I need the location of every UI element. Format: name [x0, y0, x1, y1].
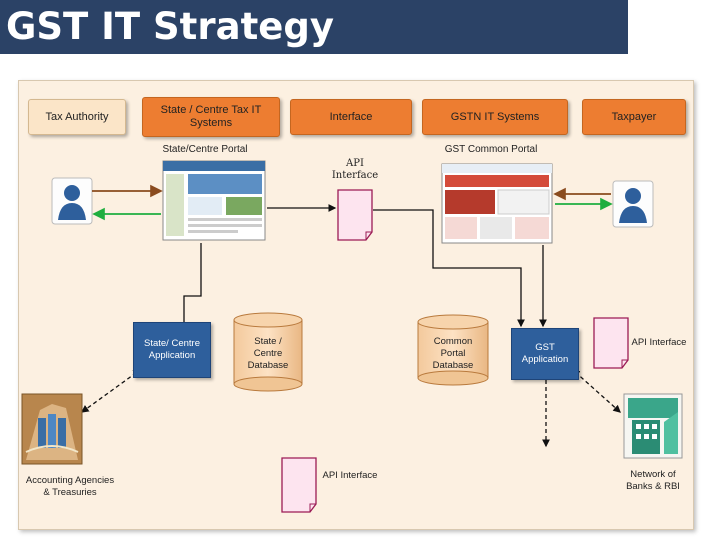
dashed-agencies-to-state-app: [80, 369, 142, 413]
common-db-cylinder: [417, 314, 489, 386]
header-taxpayer: Taxpayer: [582, 99, 686, 135]
gst-portal-screenshot: [441, 163, 553, 244]
header-taxpayer-label: Taxpayer: [611, 110, 657, 123]
header-tax-authority: Tax Authority: [28, 99, 126, 135]
dashed-banks-to-gst-app: [572, 369, 621, 413]
header-tax-authority-label: Tax Authority: [45, 110, 109, 123]
api-interface-top-label: API Interface: [331, 158, 379, 181]
network-banks-label: Network of Banks & RBI: [626, 469, 680, 492]
state-portal-screenshot: [162, 160, 266, 241]
diagram-frame: [18, 80, 694, 530]
state-db-cylinder: [233, 312, 303, 392]
header-gstn-systems-label: GSTN IT Systems: [450, 110, 540, 123]
state-db-label-wrap: State / Centre Database: [238, 336, 298, 376]
user-icon-tax-authority: [51, 177, 93, 225]
header-interface: Interface: [290, 99, 412, 135]
api-document-top: [337, 189, 373, 241]
api-document-right: [593, 317, 629, 369]
api-interface-bottom-label: API Interface: [322, 470, 378, 481]
common-db-label: Common Portal Database: [432, 336, 474, 371]
gst-application: GST Application: [511, 328, 579, 380]
api-document-bottom: [281, 457, 317, 513]
state-centre-application: State/ Centre Application: [133, 322, 211, 378]
header-state-centre-systems: State / Centre Tax IT Systems: [142, 97, 280, 137]
building-icon-agencies: [21, 393, 83, 465]
connector-portal-to-state-app: [180, 243, 202, 338]
header-state-centre-systems-label: State / Centre Tax IT Systems: [160, 104, 262, 129]
title-bar: GST IT Strategy: [0, 0, 628, 54]
header-interface-label: Interface: [329, 110, 373, 123]
state-portal-label: State/Centre Portal: [162, 144, 248, 155]
connector-api-to-gst-app: [373, 209, 525, 328]
gst-portal-label: GST Common Portal: [444, 144, 538, 155]
state-centre-application-label: State/ Centre Application: [144, 338, 200, 361]
accounting-agencies-label: Accounting Agencies & Treasuries: [25, 475, 115, 498]
state-db-label: State / Centre Database: [247, 336, 289, 371]
user-icon-taxpayer: [612, 180, 654, 228]
header-gstn-systems: GSTN IT Systems: [422, 99, 568, 135]
common-db-label-wrap: Common Portal Database: [424, 336, 482, 376]
page-title: GST IT Strategy: [6, 5, 334, 48]
gst-application-label: GST Application: [521, 342, 569, 365]
building-icon-banks: [623, 393, 683, 459]
api-interface-right-label: API Interface: [631, 337, 687, 348]
